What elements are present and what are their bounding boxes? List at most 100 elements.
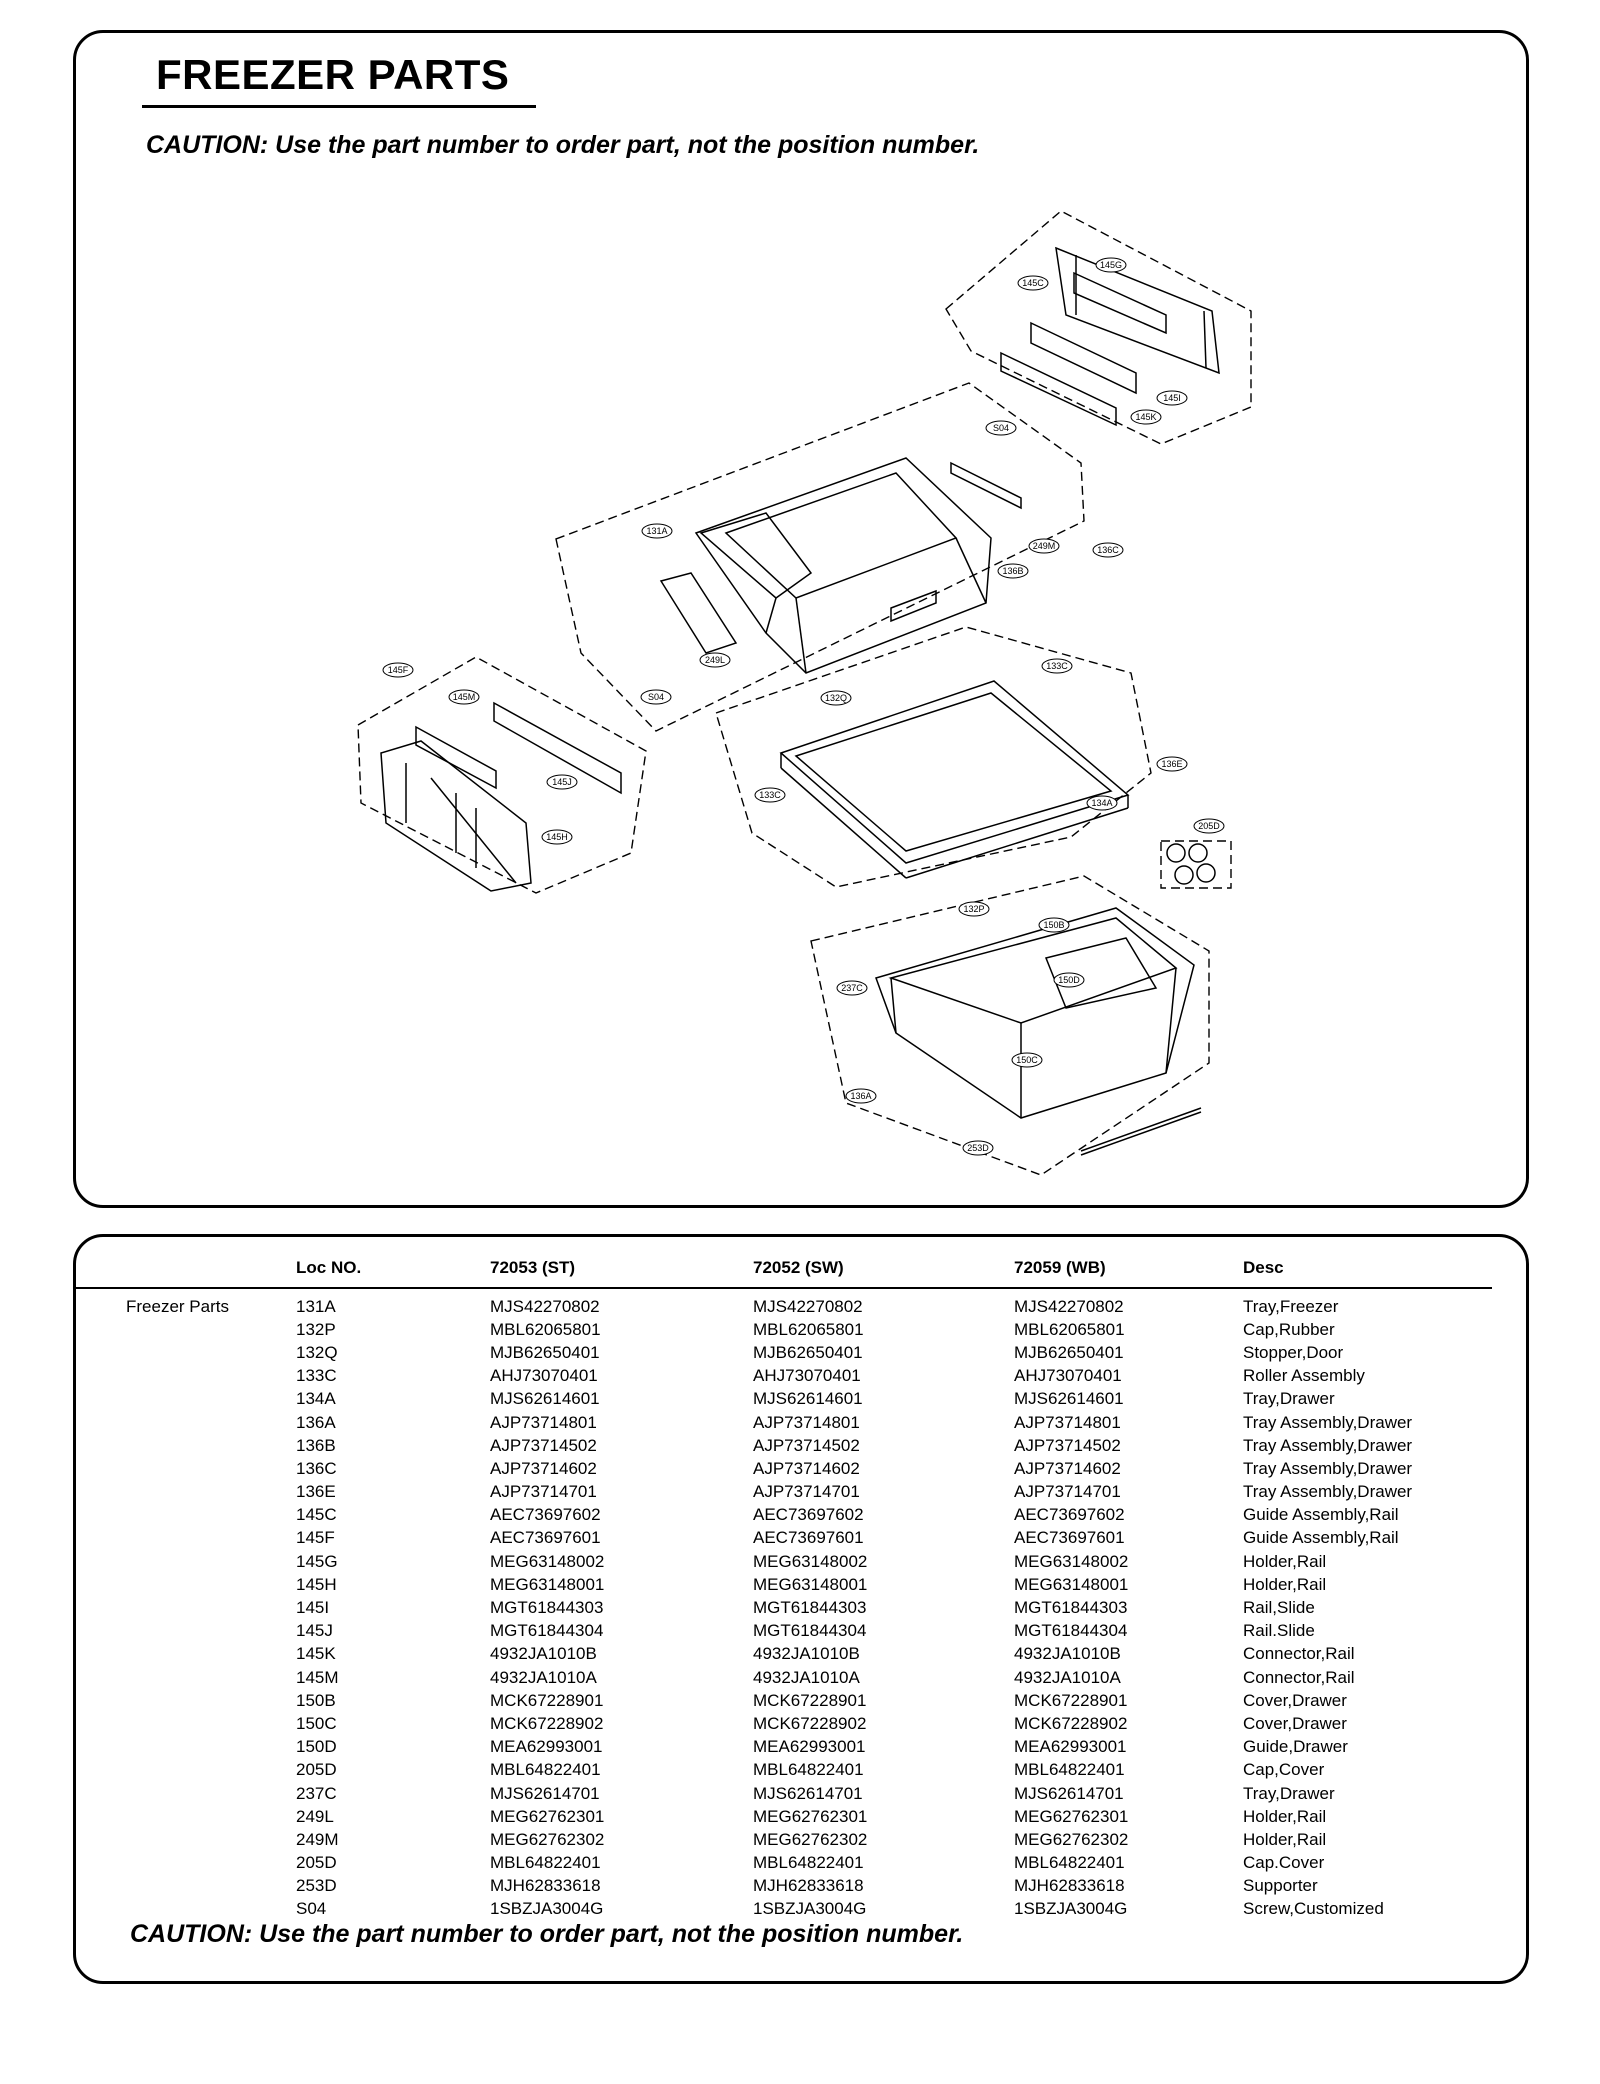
loc-cell: 134A bbox=[296, 1389, 336, 1409]
callout-text: 136C bbox=[1097, 545, 1119, 555]
part-st-cell: MJS62614601 bbox=[490, 1389, 600, 1409]
caution-note-top: CAUTION: Use the part number to order pa… bbox=[146, 131, 980, 159]
section-cell bbox=[76, 1596, 296, 1619]
loc-cell: 249L bbox=[296, 1806, 334, 1826]
section-cell bbox=[76, 1573, 296, 1596]
callout-text: 145I bbox=[1163, 393, 1181, 403]
callout-249l: 249L bbox=[699, 652, 731, 668]
part-st-cell: AHJ73070401 bbox=[490, 1366, 598, 1386]
part-st-cell: MBL62065801 bbox=[490, 1319, 601, 1339]
upper-drawer bbox=[694, 457, 992, 674]
parts-table-panel: Loc NO. 72053 (ST) 72052 (SW) 72059 (WB)… bbox=[73, 1234, 1529, 1984]
part-st-cell: MGT61844303 bbox=[490, 1598, 604, 1618]
callout-145c: 145C bbox=[1017, 275, 1049, 291]
callout-133c: 133C bbox=[1041, 658, 1073, 674]
desc-cell: Cap.Cover bbox=[1243, 1853, 1325, 1873]
desc-cell: Tray,Freezer bbox=[1243, 1296, 1339, 1316]
callout-text: S04 bbox=[993, 423, 1009, 433]
part-sw-cell: AEC73697602 bbox=[753, 1505, 864, 1525]
callout-text: 145H bbox=[546, 832, 568, 842]
callout-text: 145M bbox=[453, 692, 476, 702]
part-st-cell: MGT61844304 bbox=[490, 1621, 604, 1641]
part-sw-cell: MBL62065801 bbox=[753, 1319, 864, 1339]
parts-table: Loc NO. 72053 (ST) 72052 (SW) 72059 (WB)… bbox=[76, 1249, 1492, 1921]
middle-tray bbox=[779, 680, 1130, 879]
callout-150d: 150D bbox=[1053, 972, 1085, 988]
part-sw-cell: AJP73714502 bbox=[753, 1435, 860, 1455]
loc-cell: 253D bbox=[296, 1876, 337, 1896]
loc-cell: 150C bbox=[296, 1713, 337, 1733]
callout-145h: 145H bbox=[541, 829, 573, 845]
callout-text: 150D bbox=[1058, 975, 1080, 985]
section-cell bbox=[76, 1828, 296, 1851]
desc-cell: Guide,Drawer bbox=[1243, 1737, 1348, 1757]
callout-text: 249M bbox=[1033, 541, 1056, 551]
section-cell bbox=[76, 1712, 296, 1735]
callout-132q: 132Q bbox=[820, 690, 852, 706]
part-wb-cell: MEG62762302 bbox=[1014, 1829, 1129, 1849]
loc-cell: 205D bbox=[296, 1853, 337, 1873]
part-st-cell: 1SBZJA3004G bbox=[490, 1899, 604, 1919]
callout-text: 145G bbox=[1100, 260, 1122, 270]
callout-131a: 131A bbox=[641, 523, 673, 539]
part-wb-cell: AEC73697602 bbox=[1014, 1505, 1125, 1525]
loc-cell: 150B bbox=[296, 1690, 336, 1710]
loc-cell: 136E bbox=[296, 1482, 336, 1502]
part-sw-cell: 4932JA1010B bbox=[753, 1644, 860, 1664]
desc-cell: Roller Assembly bbox=[1243, 1366, 1365, 1386]
rail-249m bbox=[950, 461, 1022, 510]
callout-text: 133C bbox=[1046, 661, 1068, 671]
callout-text: 132P bbox=[963, 904, 984, 914]
callout-132p: 132P bbox=[958, 901, 990, 917]
part-wb-cell: MJS62614701 bbox=[1014, 1783, 1124, 1803]
section-cell bbox=[76, 1666, 296, 1689]
part-sw-cell: MJS42270802 bbox=[753, 1296, 863, 1316]
callout-150c: 150C bbox=[1011, 1052, 1043, 1068]
part-st-cell: MEG62762302 bbox=[490, 1829, 605, 1849]
callout-text: 249L bbox=[705, 655, 725, 665]
callout-145f: 145F bbox=[382, 662, 414, 678]
callout-205d: 205D bbox=[1193, 818, 1225, 834]
callout-253d: 253D bbox=[962, 1140, 994, 1156]
caution-note-bottom: CAUTION: Use the part number to order pa… bbox=[130, 1920, 964, 1948]
diagram-panel: FREEZER PARTS CAUTION: Use the part numb… bbox=[73, 30, 1529, 1208]
loc-cell: 145G bbox=[296, 1551, 338, 1571]
title-underline bbox=[142, 105, 536, 108]
loc-cell: 249M bbox=[296, 1829, 339, 1849]
part-st-cell: MEG62762301 bbox=[490, 1806, 605, 1826]
desc-cell: Tray,Drawer bbox=[1243, 1389, 1335, 1409]
callout-text: 145C bbox=[1022, 278, 1044, 288]
part-st-cell: AJP73714701 bbox=[490, 1482, 597, 1502]
loc-cell: 131A bbox=[296, 1296, 336, 1316]
desc-cell: Rail.Slide bbox=[1243, 1621, 1315, 1641]
loc-cell: 150D bbox=[296, 1737, 337, 1757]
callout-136e: 136E bbox=[1156, 756, 1188, 772]
part-sw-cell: MEG63148001 bbox=[753, 1574, 868, 1594]
desc-cell: Screw,Customized bbox=[1243, 1899, 1384, 1919]
part-st-cell: MJH62833618 bbox=[490, 1876, 601, 1896]
part-st-cell: AJP73714602 bbox=[490, 1458, 597, 1478]
part-sw-cell: MEA62993001 bbox=[753, 1737, 866, 1757]
callout-text: 145K bbox=[1135, 412, 1156, 422]
table-header-row: Loc NO. 72053 (ST) 72052 (SW) 72059 (WB)… bbox=[76, 1249, 1492, 1288]
column-header-wb: 72059 (WB) bbox=[1014, 1258, 1106, 1277]
loc-cell: 132P bbox=[296, 1319, 336, 1339]
part-wb-cell: MCK67228902 bbox=[1014, 1713, 1128, 1733]
callout-text: 150B bbox=[1043, 920, 1064, 930]
callout-134a: 134A bbox=[1086, 795, 1118, 811]
section-cell bbox=[76, 1736, 296, 1759]
callout-145j: 145J bbox=[546, 774, 578, 790]
part-wb-cell: MJS62614601 bbox=[1014, 1389, 1124, 1409]
section-cell bbox=[76, 1620, 296, 1643]
